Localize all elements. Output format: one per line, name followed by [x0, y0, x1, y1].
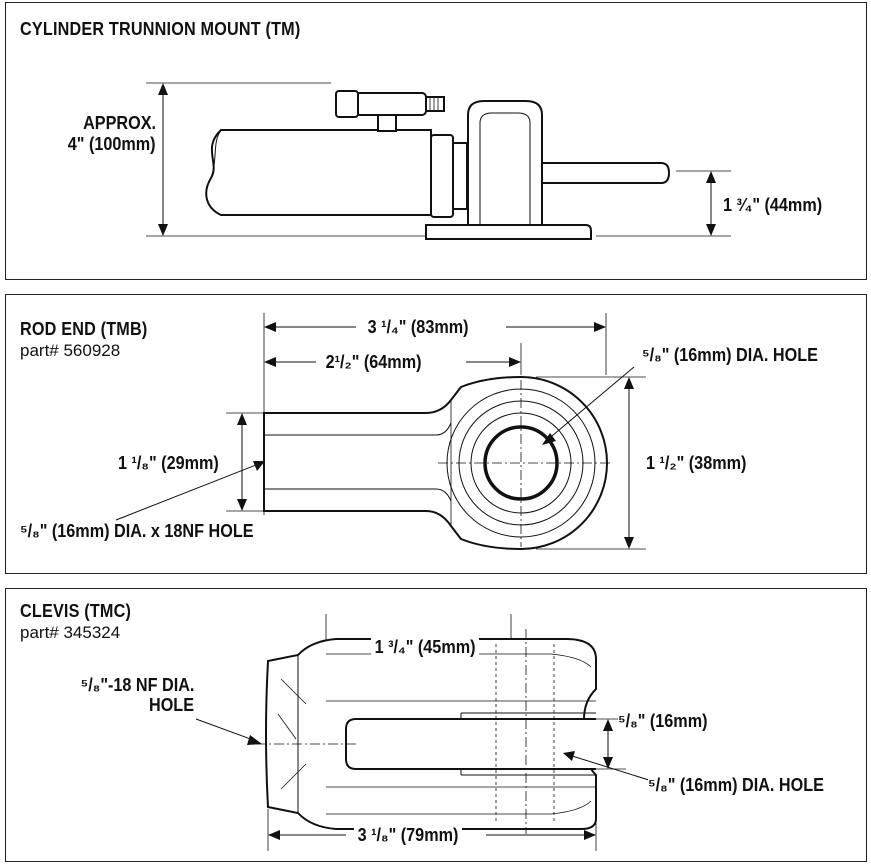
trunnion-mount-panel: CYLINDER TRUNNION MOUNT (TM) APPROX. 4" … — [5, 2, 867, 280]
trunnion-bracket — [467, 100, 543, 226]
height-arrow-bottom — [158, 224, 168, 236]
rod-end-part-number: part# 560928 — [20, 341, 121, 360]
fitting-tee — [355, 92, 427, 116]
clevis-pin-hole-label: ⁵/₈" (16mm) DIA. HOLE — [648, 775, 824, 795]
rod-end-panel: ROD END (TMB) part# 560928 3 ¹/₄" (83mm)… — [5, 294, 867, 574]
cylinder-body — [205, 129, 432, 216]
rod-end-center-length: 2¹/₂" (64mm) — [322, 352, 426, 372]
fitting-stem — [377, 114, 397, 132]
clevis-inner-length: 1 ³/₄" (45mm) — [371, 637, 480, 657]
height-label-line2: 4" (100mm) — [68, 134, 156, 154]
clevis-drawing — [195, 614, 669, 851]
rod-end-hole-label: ⁵/₈" (16mm) DIA. HOLE — [642, 345, 818, 365]
rod-end-thread-label: ⁵/₈" (16mm) DIA. x 18NF HOLE — [20, 521, 254, 541]
cylinder-collar — [452, 142, 468, 210]
rod-end-eye-height: 1 ¹/₂" (38mm) — [646, 453, 747, 473]
rod-end-title: ROD END (TMB) — [20, 319, 148, 339]
rod-end-drawing — [115, 313, 646, 551]
fitting-thread — [425, 96, 445, 112]
clevis-slot-width: ⁵/₈" (16mm) — [618, 711, 708, 731]
trunnion-title: CYLINDER TRUNNION MOUNT (TM) — [20, 19, 301, 39]
height-label-line1: APPROX. — [83, 113, 156, 133]
clevis-panel: CLEVIS (TMC) part# 345324 ⁵/₈"-18 NF DIA… — [5, 588, 867, 862]
rod-end-overall-length: 3 ¹/₄" (83mm) — [364, 317, 473, 337]
eye-hole — [483, 425, 559, 501]
rod-end-shank-height: 1 ¹/₈" (29mm) — [118, 453, 219, 473]
clevis-part-number: part# 345324 — [20, 623, 121, 642]
pin-height-label: 1 ³⁄₄" (44mm) — [723, 195, 823, 215]
trunnion-mount-drawing — [146, 82, 731, 240]
clevis-slot — [345, 718, 596, 770]
piston-rod — [541, 162, 671, 184]
clevis-thread-label-line2: HOLE — [148, 695, 194, 715]
trunnion-bracket-inner — [479, 112, 531, 225]
trunnion-base — [425, 224, 592, 240]
cylinder-gland — [430, 134, 454, 218]
height-arrow-top — [158, 83, 168, 95]
clevis-thread-label-line1: ⁵/₈"-18 NF DIA. — [80, 675, 194, 695]
cylinder-break-line — [210, 129, 222, 179]
fitting-nut — [335, 90, 359, 118]
clevis-title: CLEVIS (TMC) — [20, 601, 132, 621]
clevis-overall-length: 3 ¹/₈" (79mm) — [354, 825, 462, 845]
